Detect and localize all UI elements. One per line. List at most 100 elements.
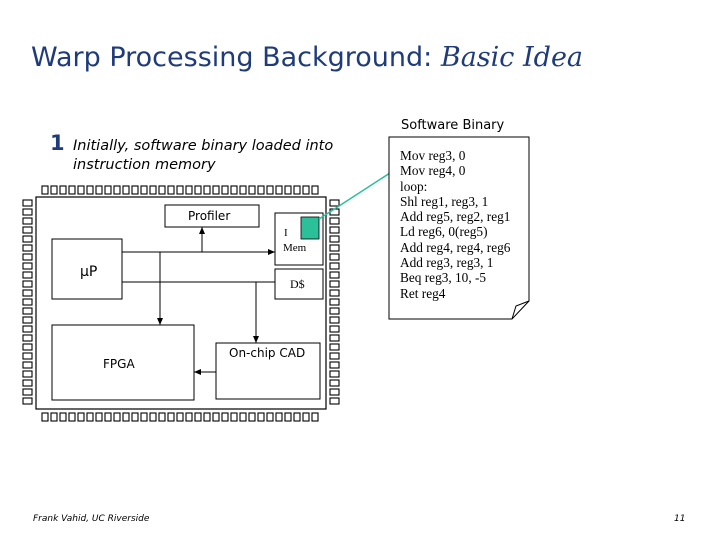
chip-pin [22, 352, 33, 360]
code-line: Add reg3, reg3, 1 [400, 255, 494, 271]
chip-pin [266, 412, 274, 422]
chip-pin [329, 361, 340, 369]
chip-pin [203, 412, 211, 422]
chip-pin [185, 412, 193, 422]
chip-pin [104, 185, 112, 195]
fpga-box [51, 324, 195, 401]
chip-pin [221, 412, 229, 422]
chip-pin [22, 379, 33, 387]
chip-pin [194, 185, 202, 195]
code-line: Add reg4, reg4, reg6 [400, 239, 511, 255]
chip-pin [113, 185, 121, 195]
chip-pin [311, 185, 319, 195]
chip-pins-bottom [41, 412, 319, 422]
chip-pin [329, 298, 340, 306]
title-italic: Basic Idea [440, 42, 584, 73]
chip-pin [158, 185, 166, 195]
chip-pin [122, 412, 130, 422]
binary-document-fold [511, 300, 530, 320]
chip-pin [131, 412, 139, 422]
chip-pin [22, 253, 33, 261]
chip-pin [329, 316, 340, 324]
chip-pin [311, 412, 319, 422]
chip-pin [284, 185, 292, 195]
chip-pin [22, 208, 33, 216]
chip-pin [77, 412, 85, 422]
chip-pin [329, 289, 340, 297]
software-binary-title: Software Binary [401, 118, 505, 133]
dcache-box [274, 268, 324, 300]
chip-pin [86, 185, 94, 195]
chip-pin [113, 412, 121, 422]
profiler-label: Profiler [188, 209, 231, 223]
onchip-cad-box [215, 342, 321, 400]
chip-pin [22, 235, 33, 243]
chip-pin [230, 185, 238, 195]
chip-pin [329, 199, 340, 207]
chip-pin [176, 185, 184, 195]
chip-pin [293, 185, 301, 195]
chip-pin [95, 185, 103, 195]
code-line: Ret reg4 [400, 285, 446, 301]
chip-pins-right [329, 199, 340, 405]
chip-pin [329, 208, 340, 216]
chip-pin [77, 185, 85, 195]
chip-pin [50, 412, 58, 422]
chip-pin [22, 343, 33, 351]
dcache-label: D$ [290, 277, 305, 291]
chip-pin [149, 412, 157, 422]
chip-pin [329, 262, 340, 270]
chip-pin [22, 298, 33, 306]
chip-pin [59, 412, 67, 422]
code-line: Beq reg3, 10, -5 [400, 270, 487, 286]
code-line: Shl reg1, reg3, 1 [400, 193, 489, 209]
chip-pin [131, 185, 139, 195]
chip-pin [140, 412, 148, 422]
chip-pin [68, 185, 76, 195]
chip-pin [22, 271, 33, 279]
software-binary-code: Mov reg3, 0 Mov reg4, 0 loop: Shl reg1, … [400, 148, 510, 301]
chip-pin [329, 217, 340, 225]
chip-pin [22, 334, 33, 342]
chip-pin [86, 412, 94, 422]
chip-pin [329, 379, 340, 387]
chip-pin [329, 370, 340, 378]
chip-pin [329, 280, 340, 288]
chip-pin [257, 185, 265, 195]
chip-pin [221, 185, 229, 195]
step-number: 1 [50, 131, 65, 155]
processor-box [51, 238, 123, 300]
chip-pin [212, 185, 220, 195]
chip-pin [22, 226, 33, 234]
chip-pin [329, 343, 340, 351]
chip-pin [275, 412, 283, 422]
code-line: Mov reg3, 0 [400, 148, 466, 163]
chip-pin [50, 185, 58, 195]
slide-title: Warp Processing Background: Basic Idea [31, 42, 583, 73]
imem-label-line2: Mem [283, 242, 307, 254]
chip-pin [59, 185, 67, 195]
code-line: loop: [400, 178, 428, 194]
chip-pin [22, 370, 33, 378]
chip-pin [329, 334, 340, 342]
chip-pin [329, 388, 340, 396]
onchip-cad-label: On-chip CAD [229, 346, 306, 360]
chip-pin [22, 325, 33, 333]
bus-arrows [157, 227, 275, 375]
chip-pin [302, 412, 310, 422]
chip-pin [329, 271, 340, 279]
chip-pin [212, 412, 220, 422]
processor-label: µP [80, 264, 98, 280]
chip-pin [275, 185, 283, 195]
chip-pin [329, 307, 340, 315]
imem-highlight [300, 216, 320, 240]
chip-pin [329, 244, 340, 252]
chip-pin [185, 185, 193, 195]
chip-pin [22, 388, 33, 396]
chip-pin [41, 185, 49, 195]
chip-pin [329, 226, 340, 234]
chip-pin [140, 185, 148, 195]
chip-pin [329, 253, 340, 261]
binary-document [388, 136, 530, 320]
